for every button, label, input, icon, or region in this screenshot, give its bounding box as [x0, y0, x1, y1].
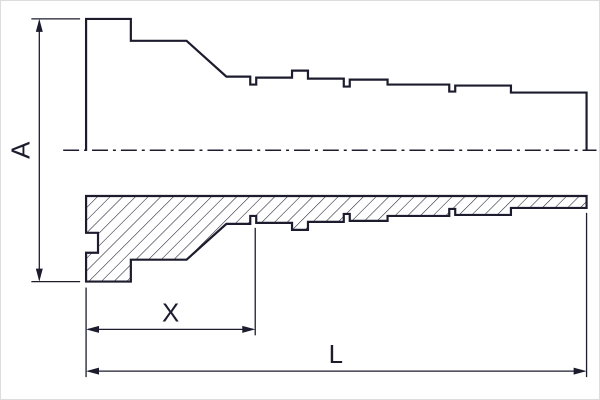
arrowhead-up-icon	[35, 18, 43, 32]
dimension-x: X	[85, 227, 256, 378]
lower-section	[84, 194, 588, 283]
section-hatch-fill	[86, 196, 587, 282]
dimension-a: A	[7, 18, 81, 283]
arrowhead-left-icon	[86, 325, 100, 333]
section-outline	[84, 194, 588, 283]
dimension-l: L	[86, 212, 588, 378]
dimension-x-label: X	[162, 299, 179, 327]
arrowhead-down-icon	[35, 268, 43, 282]
dimension-a-label: A	[7, 141, 35, 159]
arrowhead-left-icon	[86, 367, 100, 375]
arrowhead-right-icon	[573, 367, 587, 375]
outer-profile-upper	[84, 17, 588, 151]
arrowhead-right-icon	[242, 325, 256, 333]
dimension-l-label: L	[329, 341, 343, 369]
